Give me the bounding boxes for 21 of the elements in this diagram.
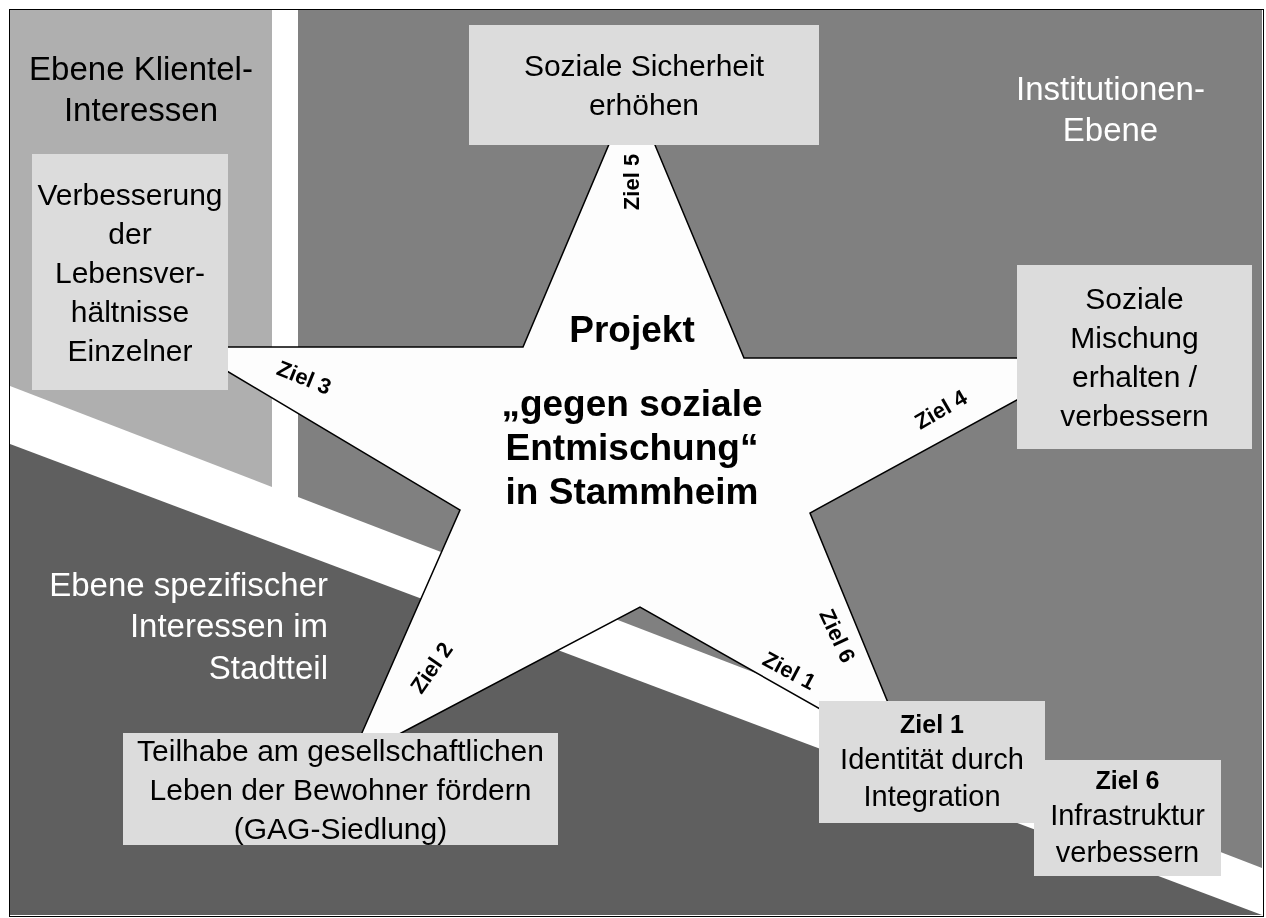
- level-title: Ebene spezifischer Interessen im Stadtteil: [48, 565, 328, 688]
- goal-heading: Ziel 6: [1095, 765, 1160, 797]
- goal-box: [1034, 760, 1221, 876]
- arm-label: Ziel 4: [910, 384, 972, 436]
- level-title: Institutionen-Ebene: [1015, 69, 1206, 151]
- goal-heading: Ziel 1: [900, 709, 964, 741]
- goal-text: Teilhabe am gesellschaftlichen Leben der Bewohner fördern (GAG-Siedlung): [136, 732, 545, 847]
- level-title: Ebene Klientel-Interessen: [28, 49, 254, 131]
- goal-text: Soziale Sicherheit erhöhen: [522, 48, 766, 123]
- goal-text: Soziale Mischung erhalten / verbessern: [1059, 281, 1210, 434]
- arm-label: Ziel 5: [619, 153, 645, 211]
- star-title: Projekt: [568, 308, 696, 352]
- goal-box: [819, 701, 1045, 823]
- goal-box: [1017, 265, 1252, 449]
- goal-text: Infrastruktur verbessern: [1049, 797, 1206, 871]
- goal-text: Verbesserung der Lebensver-hältnisse Einzelner: [36, 176, 224, 369]
- arm-label: Ziel 3: [273, 355, 335, 401]
- star-text: „gegen soziale Entmischung“ in Stammheim: [500, 382, 764, 514]
- goal-box: [469, 25, 819, 145]
- goal-text: Identität durch Integration: [839, 741, 1025, 815]
- goal-box: [32, 154, 228, 390]
